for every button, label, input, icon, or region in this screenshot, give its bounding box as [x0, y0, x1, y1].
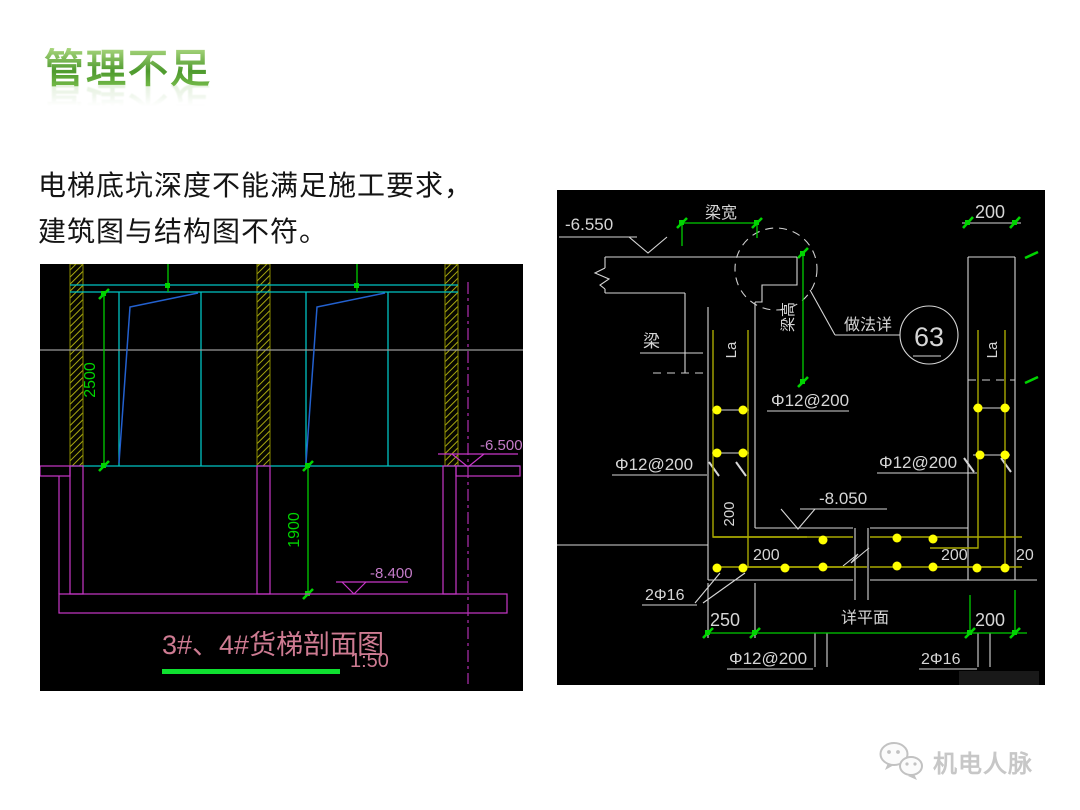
green-dimensions	[676, 216, 1039, 639]
detail-drawing-svg: -6.550 梁宽 200 梁 La La 梁高 做法详 63 Φ12@200 …	[557, 190, 1045, 685]
bubble-number: 63	[914, 322, 944, 352]
cad-background	[557, 190, 1045, 685]
rebar-12-200-left: Φ12@200	[615, 455, 693, 474]
rebar-12-200-center: Φ12@200	[771, 391, 849, 410]
dim-200-clipped: 20	[1016, 547, 1034, 564]
car-frame-lines	[118, 292, 386, 464]
detail-drawing: -6.550 梁宽 200 梁 La La 梁高 做法详 63 Φ12@200 …	[557, 190, 1045, 685]
body-text: 电梯底坑深度不能满足施工要求， 建筑图与结构图不符。	[38, 163, 473, 255]
dim-250: 250	[710, 610, 740, 630]
section-drawing: 2500 1900 -6.500 -8.	[40, 264, 523, 691]
label-beam-height: 梁高	[780, 302, 797, 332]
wechat-bubbles-icon	[879, 742, 923, 780]
page-title: 管理不足	[44, 47, 212, 91]
body-line-1: 电梯底坑深度不能满足施工要求，	[38, 170, 474, 201]
caption-underline	[162, 669, 340, 674]
dim-200-wall: 200	[721, 501, 738, 526]
rebar-12-200-bottom: Φ12@200	[729, 649, 807, 668]
label-beam: 梁	[643, 332, 660, 351]
label-see-plan: 详平面	[841, 609, 889, 627]
pit-structure	[40, 465, 521, 614]
page-title-reflection: 管理不足	[44, 78, 212, 122]
level-6500: -6.500	[480, 437, 523, 454]
detail-texts: -6.550 梁宽 200 梁 La La 梁高 做法详 63 Φ12@200 …	[565, 202, 1034, 668]
dim-2500: 2500	[82, 362, 99, 398]
label-method-note: 做法详	[844, 316, 892, 334]
level-markers: -6.500 -8.400	[336, 282, 523, 684]
detail-dashed-circle	[734, 227, 818, 311]
level-6550: -6.550	[565, 215, 613, 234]
rebar-2-16-left: 2Φ16	[645, 587, 685, 604]
dim-200-bottom: 200	[975, 610, 1005, 630]
label-la-left: La	[723, 341, 740, 358]
dim-200-slab-left: 200	[753, 547, 780, 564]
body-line-2: 建筑图与结构图不符。	[38, 216, 329, 247]
censored-logo-box	[959, 671, 1039, 685]
drawing-caption: 3#、4#货梯剖面图 1:50	[162, 630, 389, 674]
caption-text: 3#、4#货梯剖面图	[162, 630, 384, 660]
watermark: 机电人脉	[878, 740, 1033, 782]
label-la-right: La	[984, 341, 1001, 358]
dim-1900: 1900	[286, 512, 303, 548]
green-dimensions: 2500 1900	[82, 264, 359, 600]
rebar-dots	[712, 403, 1010, 573]
section-drawing-svg: 2500 1900 -6.500 -8.	[40, 264, 523, 691]
slide-title-block: 管理不足 管理不足	[44, 47, 212, 122]
watermark-text: 机电人脉	[933, 750, 1033, 778]
dim-200-top: 200	[975, 202, 1005, 222]
rebar-2-16-right: 2Φ16	[921, 651, 961, 668]
rebar-12-200-right: Φ12@200	[879, 453, 957, 472]
caption-scale: 1:50	[350, 650, 389, 672]
level-8050: -8.050	[819, 489, 867, 508]
level-8400: -8.400	[370, 565, 413, 582]
dim-200-slab-right: 200	[941, 547, 968, 564]
label-beam-width: 梁宽	[705, 204, 737, 222]
detail-bubble-circle	[899, 305, 959, 365]
